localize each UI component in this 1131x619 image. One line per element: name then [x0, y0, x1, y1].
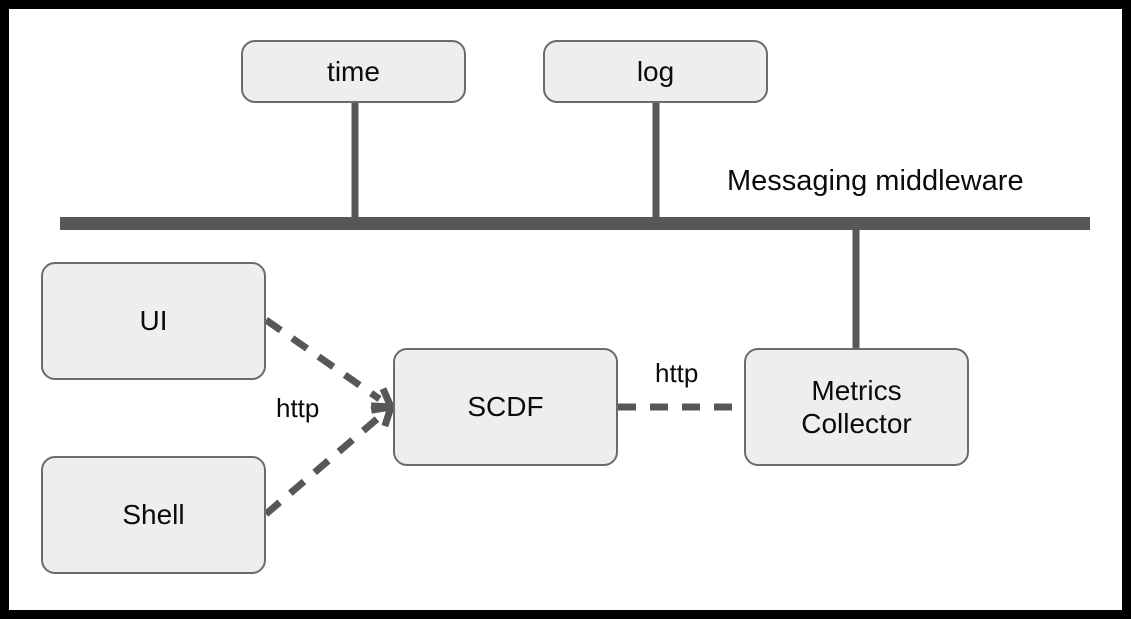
node-log[interactable]: log	[543, 40, 768, 103]
connector-ui-to-scdf	[264, 317, 382, 402]
node-label-log: log	[636, 55, 675, 87]
node-label-metrics: Metrics Collector	[801, 374, 912, 439]
edge-label-http-scdf-metrics: http	[655, 358, 699, 388]
node-label-time: time	[327, 55, 380, 87]
node-time[interactable]: time	[241, 40, 466, 103]
messaging-middleware-label: Messaging middleware	[727, 165, 1024, 197]
node-scdf[interactable]: SCDF	[393, 348, 618, 466]
edge-label-http-clients-scdf: http	[276, 393, 320, 423]
connector-shell-to-scdf	[263, 413, 383, 517]
node-shell[interactable]: Shell	[41, 456, 266, 574]
node-ui[interactable]: UI	[41, 262, 266, 380]
node-label-ui: UI	[139, 305, 168, 337]
arrowhead-shell-to-scdf	[370, 402, 397, 428]
node-label-scdf: SCDF	[467, 391, 544, 423]
node-metrics[interactable]: Metrics Collector	[744, 348, 969, 466]
node-label-shell: Shell	[122, 499, 185, 531]
messaging-bus-bar	[60, 217, 1090, 230]
